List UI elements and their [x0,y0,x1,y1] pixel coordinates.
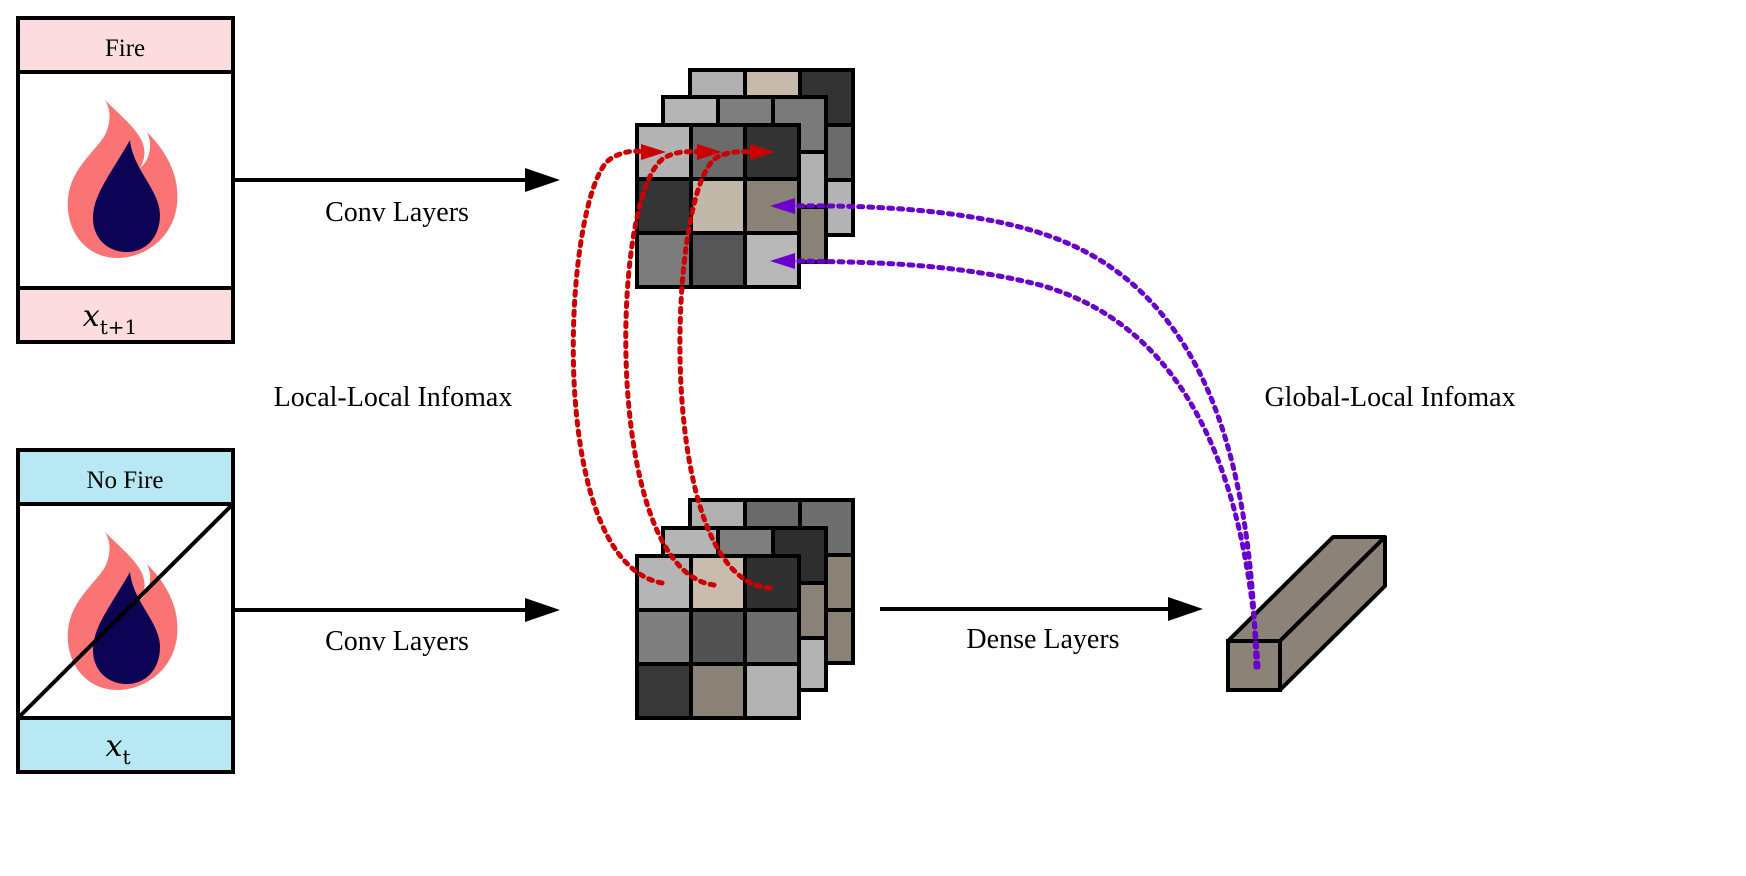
no-fire-class-label: No Fire [86,467,163,494]
feature-map-top [635,68,855,289]
global-local-arrowhead-2 [770,253,795,269]
dense-layers-label: Dense Layers [966,624,1119,655]
feature-map-top-cell-r1-c1 [689,177,747,235]
local-local-arrow-2 [623,149,717,588]
feature-map-bottom-cell-r1-c0 [635,608,693,666]
local-local-arrowheads [641,144,775,160]
global-local-arrow-1 [787,203,1259,670]
fire-class-label: Fire [105,35,145,62]
feature-map-bottom-front-layer [635,554,801,720]
fire-variable-subscript: t+1 [100,315,138,339]
fire-variable-background [16,286,235,344]
input-panel-fire: Fire xt+1 [16,16,235,344]
conv-layers-top-label: Conv Layers [325,197,469,228]
global-local-arrows [787,203,1261,670]
conv-arrow-top-head [525,168,560,192]
local-local-arrowhead-1 [641,144,666,160]
global-local-infomax-label: Global-Local Infomax [1264,382,1515,413]
dense-arrow [880,597,1203,621]
local-local-infomax-label: Local-Local Infomax [274,382,513,413]
local-local-arrow-1 [570,148,665,586]
fire-variable-main: x [83,299,100,334]
conv-layers-bottom-label: Conv Layers [325,626,469,657]
dense-arrow-head [1168,597,1203,621]
conv-arrow-bottom-head [525,598,560,622]
global-local-arrowhead-1 [770,198,795,214]
flame-inner-shape [93,140,160,252]
global-local-arrow-2 [787,258,1261,670]
flame-inner-shape [93,572,160,684]
no-fire-variable-subscript: t [122,745,130,769]
conv-arrow-top [233,168,560,192]
feature-map-bottom [635,498,855,720]
no-fire-variable-label: xt [106,729,131,769]
strikethrough-line [16,502,235,720]
local-local-arrows [570,148,773,591]
flame-icon [67,100,178,258]
flame-icon [67,532,178,690]
conv-arrow-bottom [233,598,560,622]
global-local-arrowheads [770,198,795,269]
feature-map-bottom-cell-r2-c1 [689,662,747,720]
feature-map-bottom-cell-r2-c2 [743,662,801,720]
fire-variable-label: xt+1 [83,299,137,339]
local-local-arrowhead-2 [697,144,722,160]
local-local-arrowhead-3 [750,144,775,160]
feature-map-bottom-cell-r1-c2 [743,608,801,666]
feature-map-bottom-cell-r2-c0 [635,662,693,720]
local-local-arrow-3 [677,149,773,591]
no-fire-variable-background [16,716,235,774]
feature-map-bottom-cell-r1-c1 [689,608,747,666]
feature-map-top-cell-r2-c1 [689,231,747,289]
no-fire-variable-main: x [106,729,123,764]
input-panel-no-fire: No Fire xt [16,448,235,774]
